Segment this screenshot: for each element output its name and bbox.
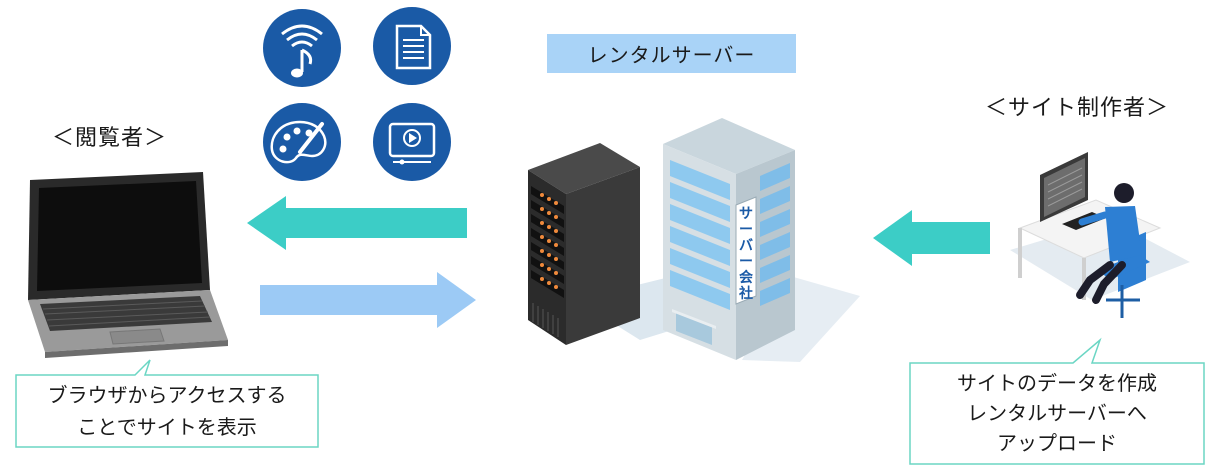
request-arrow-right [260, 272, 476, 328]
document-icon [373, 7, 451, 85]
viewer-label: ＜閲覧者＞ [52, 126, 168, 151]
creator-callout-line-2: レンタルサーバーへ [967, 401, 1147, 425]
upload-arrow-left [873, 210, 990, 266]
creator-label: ＜サイト制作者＞ [985, 96, 1170, 121]
paint-palette-icon [263, 103, 341, 181]
download-arrow-left [247, 196, 467, 250]
rental-server-title: レンタルサーバー [547, 34, 796, 73]
creator-callout: サイトのデータを作成 レンタルサーバーへ アップロード [910, 368, 1204, 458]
creator-callout-line-1: サイトのデータを作成 [957, 371, 1157, 395]
creator-callout-line-3: アップロード [997, 431, 1117, 455]
building-sign: サーバー会社 [739, 206, 753, 302]
viewer-callout-line-2: ことでサイトを表示 [77, 415, 257, 439]
video-player-icon [373, 103, 451, 181]
viewer-callout-line-1: ブラウザからアクセスする [47, 383, 287, 407]
music-icon [263, 9, 341, 87]
viewer-callout: ブラウザからアクセスする ことでサイトを表示 [16, 379, 318, 443]
